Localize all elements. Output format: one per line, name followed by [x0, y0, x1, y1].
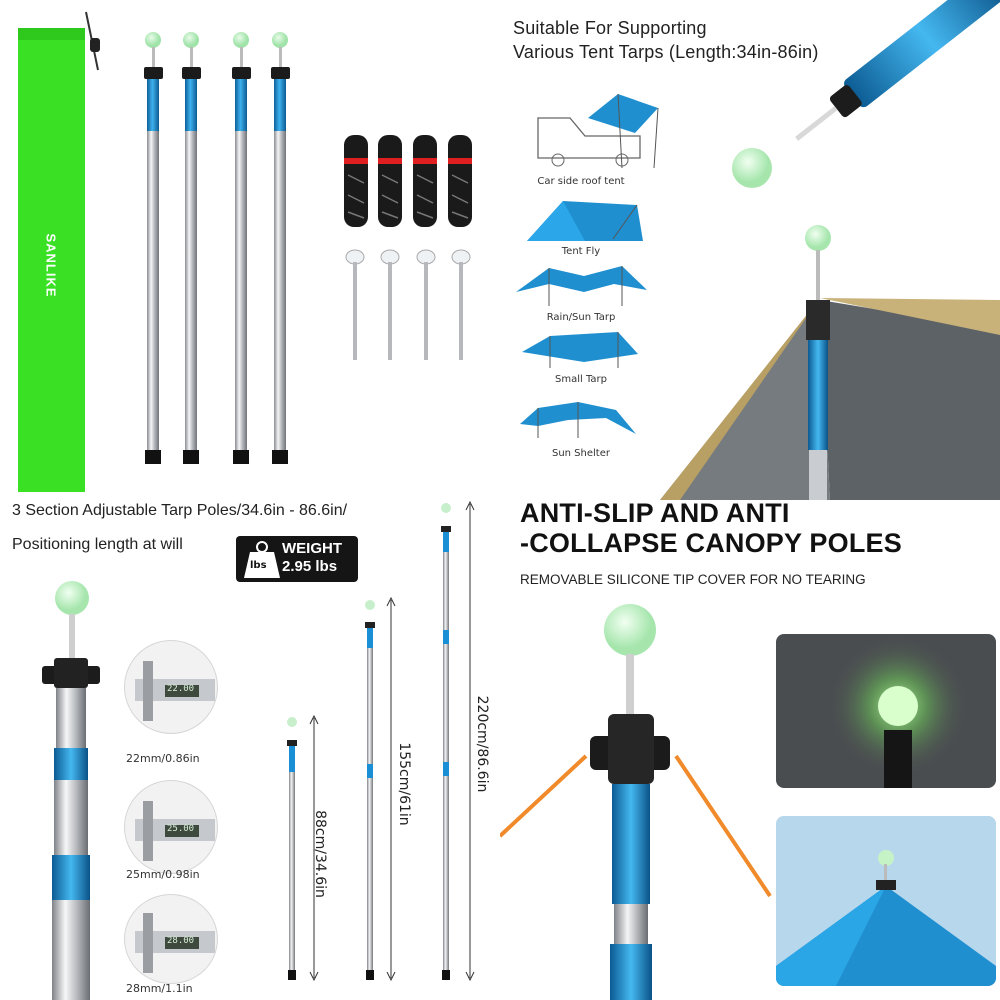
caliper-readout-1: 22.00 [167, 684, 195, 694]
weight-icon-text: lbs [250, 560, 267, 571]
glowing-tip-photo [776, 634, 996, 788]
pole-3 [232, 32, 251, 464]
caliper-photo-2: 25.00 [124, 780, 218, 874]
diameter-label-2: 25mm/0.98in [126, 868, 200, 881]
anti-slip-subtitle: REMOVABLE SILICONE TIP COVER FOR NO TEAR… [520, 572, 866, 587]
weight-icon [244, 541, 280, 578]
weight-value: 2.95 lbs [282, 558, 338, 575]
anti-slip-title-line2: -COLLAPSE CANOPY POLES [520, 528, 902, 558]
caliper-photo-3: 28.00 [124, 894, 218, 984]
uses-title-line1: Suitable For Supporting [513, 18, 707, 38]
use-label-tent-fly: Tent Fly [561, 246, 601, 257]
kit-illustration [18, 11, 472, 492]
bag-brand-text: SANLIKE [43, 233, 59, 298]
pole-tarp-photo [640, 0, 1000, 500]
panel-anti-slip: ANTI-SLIP AND ANTI -COLLAPSE CANOPY POLE… [500, 500, 1000, 1000]
storage-bag [18, 11, 100, 492]
length-label-88cm: 88cm/34.6in [312, 810, 328, 898]
small-tarp-icon [520, 330, 640, 370]
adjustable-title-line1: 3 Section Adjustable Tarp Poles/34.6in -… [12, 502, 348, 519]
guy-ropes [344, 135, 472, 227]
sun-shelter-icon [518, 398, 638, 440]
tent-fly-icon [525, 195, 645, 245]
diameter-label-1: 22mm/0.86in [126, 752, 200, 765]
pole-closeup [42, 581, 100, 1000]
caliper-readout-3: 28.00 [167, 936, 195, 946]
panel-tarp-uses: Suitable For Supporting Various Tent Tar… [500, 0, 1000, 500]
pole-4 [271, 32, 290, 464]
use-label-small-tarp: Small Tarp [555, 374, 607, 385]
caliper-readout-2: 25.00 [167, 824, 195, 834]
adjustable-title-line2: Positioning length at will [12, 536, 183, 553]
length-label-220cm: 220cm/86.6in [474, 695, 490, 793]
caliper-photo-1: 22.00 [124, 640, 218, 734]
use-label-rain-sun-tarp: Rain/Sun Tarp [546, 312, 616, 323]
rain-tarp-icon [514, 262, 649, 310]
length-label-155cm: 155cm/61in [396, 742, 412, 826]
tarp-poles [144, 32, 290, 464]
use-label-sun-shelter: Sun Shelter [551, 448, 610, 459]
pole-2 [182, 32, 201, 464]
use-label-car-side-roof-tent: Car side roof tent [537, 176, 625, 187]
pole-1 [144, 32, 163, 464]
uses-title-line2: Various Tent Tarps (Length:34in-86in) [513, 42, 819, 62]
weight-label: WEIGHT [282, 540, 342, 557]
tent-stakes [345, 249, 471, 360]
diameter-label-3: 28mm/1.1in [126, 982, 193, 995]
length-comparison [287, 500, 475, 982]
weight-badge: lbs WEIGHT 2.95 lbs [236, 536, 358, 582]
tarp-top-photo [776, 816, 996, 986]
panel-kit-contents: SANLIKE [0, 0, 500, 500]
panel-adjustable-lengths: 3 Section Adjustable Tarp Poles/34.6in -… [0, 500, 500, 1000]
anti-slip-title-line1: ANTI-SLIP AND ANTI [520, 500, 790, 528]
car-awning-icon [530, 88, 660, 172]
pole-with-cords [500, 604, 772, 1000]
